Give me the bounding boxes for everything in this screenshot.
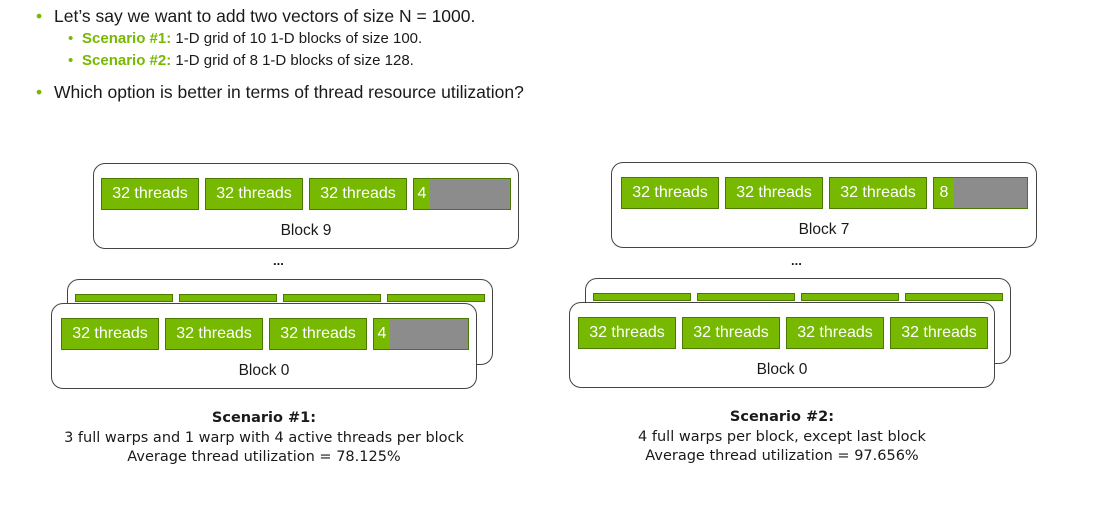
partial-warp-idle [390, 319, 468, 349]
partial-warp: 4 [413, 178, 511, 210]
caption-line: 3 full warps and 1 warp with 4 active th… [64, 429, 464, 446]
partial-warp: 4 [373, 318, 469, 350]
warp-cell: 32 threads [829, 177, 927, 209]
warp-cell: 32 threads [725, 177, 823, 209]
warp-cell: 32 threads [682, 317, 780, 349]
bullet-scenario-1: Scenario #1: 1-D grid of 10 1-D blocks o… [68, 28, 524, 50]
caption-title: Scenario #1: [211, 410, 317, 426]
scenario-1-caption: Scenario #1: 3 full warps and 1 warp wit… [44, 409, 484, 468]
scenario-2-label: Scenario #2: [82, 52, 172, 69]
partial-warp-idle [430, 179, 510, 209]
block-0: 32 threads 32 threads 32 threads 32 thre… [569, 302, 995, 388]
block-label: Block 0 [238, 362, 290, 379]
scenario-2-caption: Scenario #2: 4 full warps per block, exc… [572, 408, 992, 467]
scenario-1-label: Scenario #1: [82, 30, 172, 47]
block-7: 32 threads 32 threads 32 threads 8 Block… [611, 162, 1037, 248]
caption-line: Average thread utilization = 97.656% [645, 448, 919, 464]
partial-warp-active: 4 [374, 319, 390, 349]
warp-cell: 32 threads [269, 318, 367, 350]
warp-cell: 32 threads [621, 177, 719, 209]
warp-cell: 32 threads [61, 318, 159, 350]
bullet-list: Let’s say we want to add two vectors of … [36, 4, 524, 104]
warp-cell: 32 threads [786, 317, 884, 349]
partial-warp-idle [954, 178, 1027, 208]
ellipsis: ... [273, 253, 284, 268]
caption-line: Average thread utilization = 78.125% [127, 449, 401, 465]
scenario-1-text: 1-D grid of 10 1-D blocks of size 100. [175, 30, 423, 47]
block-label: Block 7 [798, 221, 850, 238]
caption-line: 4 full warps per block, except last bloc… [638, 428, 926, 445]
partial-warp-active: 8 [934, 178, 954, 208]
scenario-2-text: 1-D grid of 8 1-D blocks of size 128. [175, 52, 414, 69]
block-9: 32 threads 32 threads 32 threads 4 Block… [93, 163, 519, 249]
block-0: 32 threads 32 threads 32 threads 4 Block… [51, 303, 477, 389]
partial-warp-active: 4 [414, 179, 430, 209]
caption-title: Scenario #2: [729, 409, 835, 425]
warp-cell: 32 threads [890, 317, 988, 349]
block-label: Block 9 [280, 222, 332, 239]
partial-warp: 8 [933, 177, 1028, 209]
bullet-question: Which option is better in terms of threa… [36, 80, 524, 104]
warp-strip [75, 294, 491, 302]
warp-cell: 32 threads [101, 178, 199, 210]
bullet-scenario-2: Scenario #2: 1-D grid of 8 1-D blocks of… [68, 50, 524, 72]
block-label: Block 0 [756, 361, 808, 378]
warp-cell: 32 threads [578, 317, 676, 349]
warp-cell: 32 threads [165, 318, 263, 350]
warp-cell: 32 threads [205, 178, 303, 210]
warp-strip [593, 293, 1009, 301]
ellipsis: ... [791, 253, 802, 268]
warp-cell: 32 threads [309, 178, 407, 210]
bullet-intro: Let’s say we want to add two vectors of … [36, 4, 524, 28]
